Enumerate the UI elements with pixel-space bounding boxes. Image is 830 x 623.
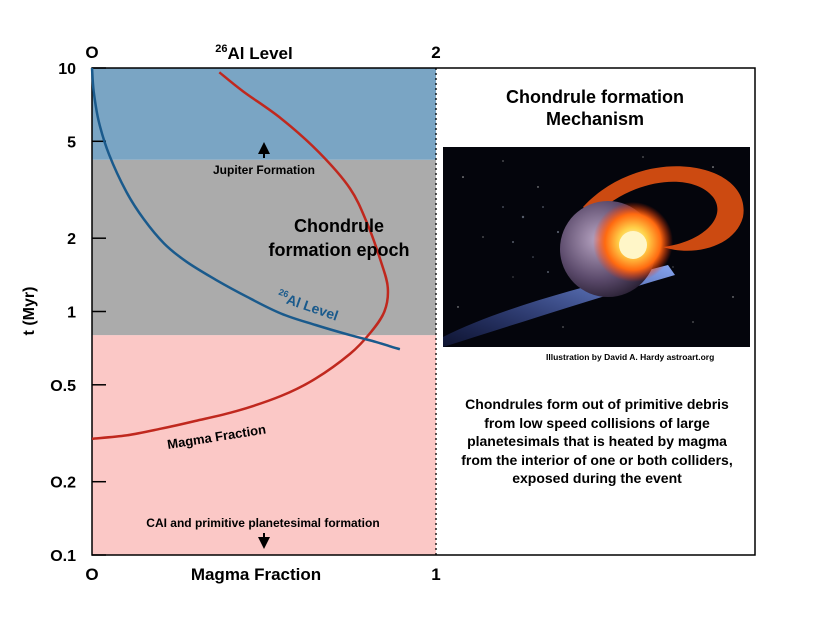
cai-label: CAI and primitive planetesimal formation: [146, 516, 379, 530]
y-axis-ticks: 10 5 2 1O.5O.2O.1: [50, 61, 106, 565]
x-bottom-tick-1: 1: [431, 565, 440, 584]
y-tick-label-4: O.5: [50, 378, 76, 395]
al-level-curve: [90, 67, 401, 351]
panel-description: Chondrules form out of primitive debris …: [461, 396, 733, 486]
jupiter-formation-label: Jupiter Formation: [213, 163, 315, 177]
x-bottom-axis-label: Magma Fraction: [191, 565, 321, 584]
y-tick-label-1: 5: [67, 134, 76, 151]
y-tick-label-2: 2: [67, 231, 76, 248]
y-tick-label-0: 10: [58, 61, 76, 78]
time-bands: [92, 68, 436, 555]
x-top-axis-label: 26Al Level: [215, 43, 292, 63]
x-top-tick-2: 2: [431, 43, 440, 62]
epoch-label-line1: Chondrule: [294, 216, 384, 236]
x-top-isotope: 26: [215, 43, 227, 55]
collision-illustration: [443, 147, 750, 347]
curves: [90, 67, 401, 441]
y-tick-label-5: O.2: [50, 475, 76, 492]
magma-fraction-curve: [91, 71, 390, 441]
y-tick-label-6: O.1: [50, 548, 76, 565]
panel-title: Chondrule formation Mechanism: [470, 86, 720, 130]
epoch-label-line2: formation epoch: [268, 240, 409, 260]
x-top-label-text: Al Level: [228, 44, 293, 63]
panel-title-line2: Mechanism: [545, 109, 645, 129]
x-bottom-tick-0: O: [85, 565, 98, 584]
band-0: [92, 335, 436, 555]
band-2: [92, 68, 436, 160]
y-axis-label: t (Myr): [21, 287, 38, 336]
y-tick-label-3: 1: [67, 305, 76, 322]
al-curve-isotope: 26: [277, 287, 290, 300]
panel-title-line1: Chondrule formation: [506, 87, 684, 107]
x-top-tick-0: O: [85, 43, 98, 62]
illustration-credit: Illustration by David A. Hardy astroart.…: [546, 352, 715, 362]
